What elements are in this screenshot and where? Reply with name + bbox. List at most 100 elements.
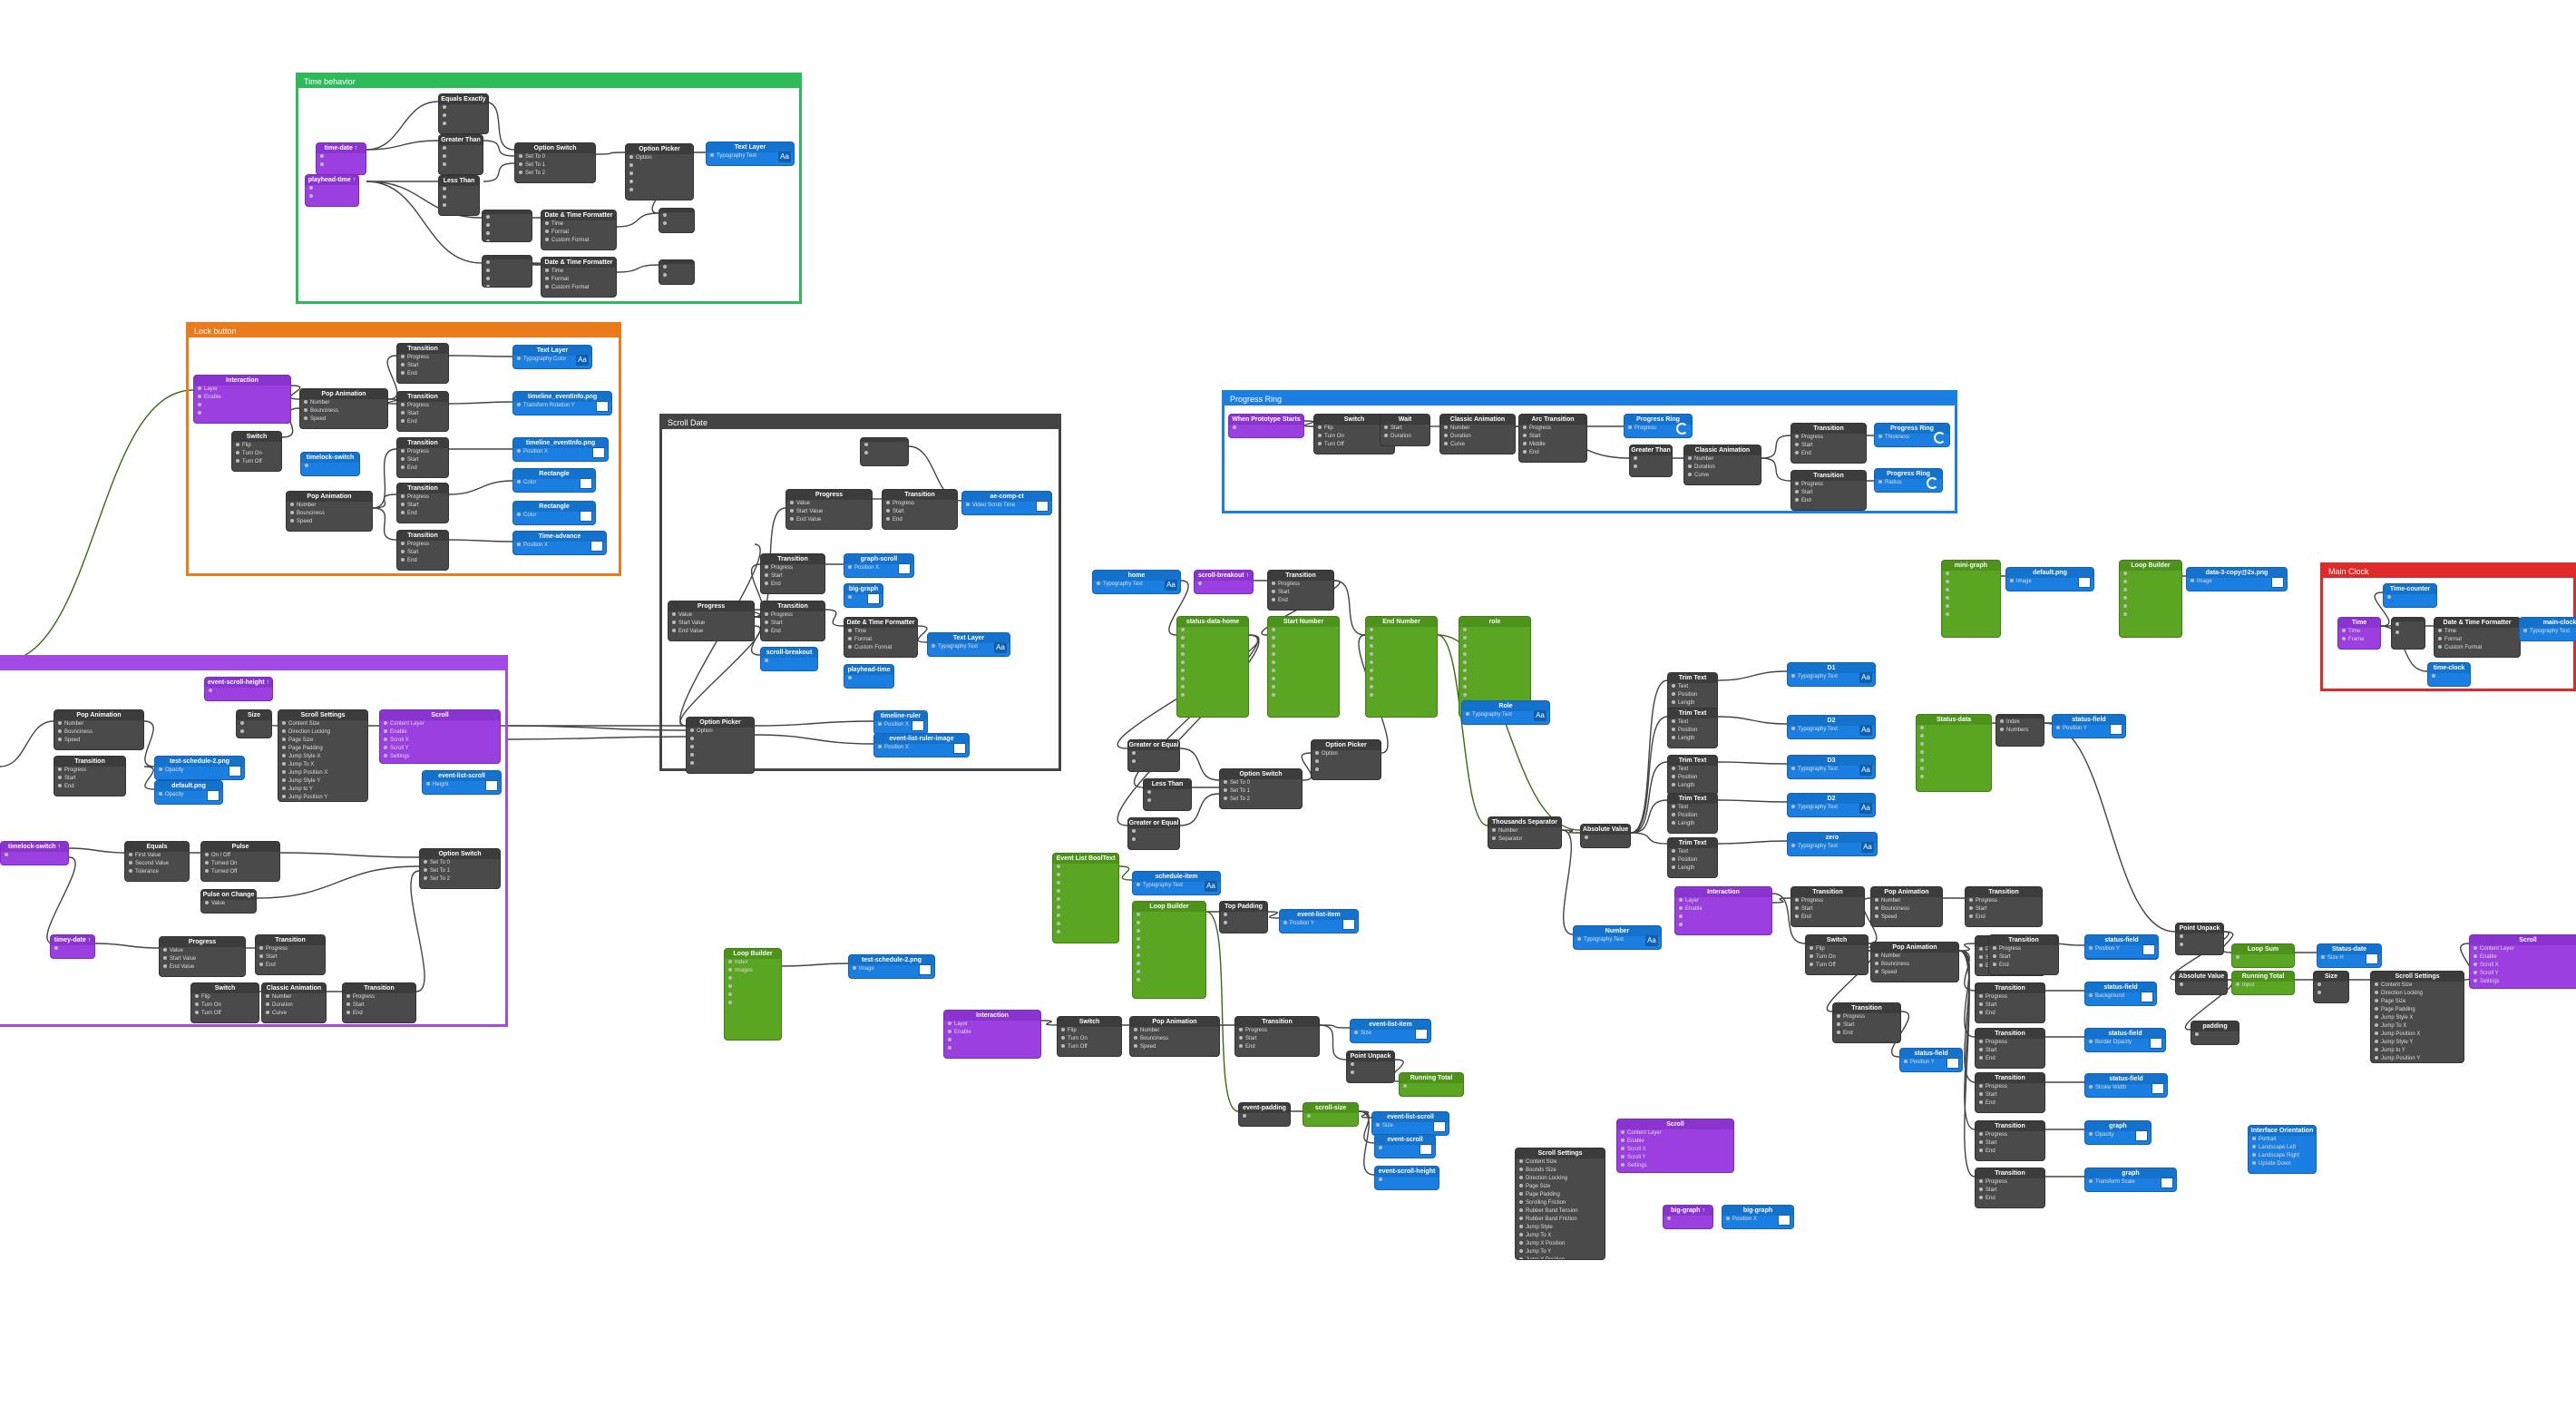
node-port[interactable]: Jump To X: [2375, 1022, 2460, 1031]
node-port[interactable]: Progress: [1795, 481, 1862, 489]
node-port[interactable]: Enable: [1621, 1138, 1730, 1146]
node-port[interactable]: Jump Style: [1519, 1224, 1601, 1232]
node-port[interactable]: [1679, 922, 1768, 930]
node-port[interactable]: Bounciness: [58, 728, 140, 737]
node-port[interactable]: Transform Scale: [2089, 1178, 2172, 1187]
node-port[interactable]: Progress: [765, 564, 821, 572]
node-port[interactable]: [1272, 676, 1335, 684]
node-port[interactable]: Start: [1795, 489, 1862, 497]
patch-node-event-list-booltext[interactable]: Event List BoolText: [1052, 853, 1119, 943]
node-port[interactable]: [1403, 1083, 1459, 1091]
node-port[interactable]: Start: [1969, 905, 2038, 914]
node-port[interactable]: [1181, 635, 1244, 643]
node-port[interactable]: End: [1979, 1010, 2041, 1018]
node-port[interactable]: [2387, 594, 2433, 602]
node-port[interactable]: End: [259, 962, 321, 970]
node-port[interactable]: Progress: [1239, 1027, 1315, 1035]
node-port[interactable]: Text: [1672, 848, 1713, 856]
node-port[interactable]: Position: [1672, 812, 1713, 820]
node-port[interactable]: End: [1795, 914, 1860, 922]
node-port[interactable]: Image: [2010, 578, 2090, 586]
node-port[interactable]: Middle: [1523, 441, 1583, 449]
node-port[interactable]: Value: [163, 947, 241, 955]
node-port[interactable]: Second Value: [129, 860, 185, 868]
node-port[interactable]: Video Scrub Time: [966, 502, 1048, 510]
node-port[interactable]: Layer: [948, 1021, 1037, 1029]
node-port[interactable]: Image: [2191, 578, 2283, 586]
node-port[interactable]: Set To 0: [519, 153, 591, 161]
node-port[interactable]: Jump To X: [1519, 1232, 1601, 1240]
node-port[interactable]: Upside Down: [2252, 1160, 2312, 1168]
node-port[interactable]: [486, 222, 528, 230]
node-port[interactable]: Number: [58, 720, 140, 728]
node-port[interactable]: Start Value: [790, 508, 868, 516]
node-port[interactable]: Direction Locking: [1519, 1175, 1601, 1183]
node-port[interactable]: Images: [728, 967, 777, 975]
patch-node-event-padding[interactable]: event-padding: [1238, 1102, 1291, 1127]
node-port[interactable]: [1137, 912, 1202, 920]
node-port[interactable]: [2123, 571, 2178, 579]
node-port[interactable]: Typography Text: [1137, 882, 1216, 890]
patch-node-loop-builder[interactable]: Loop Builder: [2119, 560, 2182, 638]
node-port[interactable]: [1463, 676, 1527, 684]
node-port[interactable]: Turned Off: [205, 868, 276, 876]
node-port[interactable]: Length: [1672, 820, 1713, 828]
node-port[interactable]: [1272, 692, 1335, 700]
node-port[interactable]: Progress: [1979, 1178, 2041, 1187]
node-port[interactable]: [443, 194, 475, 202]
node-port[interactable]: Duration: [1688, 464, 1757, 472]
patch-node-status-data[interactable]: Status-data: [1916, 714, 1992, 792]
node-port[interactable]: Jump To Y: [1519, 1248, 1601, 1256]
node-port[interactable]: [1463, 668, 1527, 676]
node-port[interactable]: Position X: [878, 721, 923, 729]
node-port[interactable]: Content Size: [1519, 1158, 1601, 1167]
node-port[interactable]: Position X: [517, 542, 602, 550]
node-port[interactable]: Turn Off: [1318, 441, 1390, 449]
node-port[interactable]: End: [1979, 1099, 2041, 1108]
node-port[interactable]: Position: [1672, 774, 1713, 782]
node-port[interactable]: Duration: [266, 1002, 322, 1010]
node-port[interactable]: [1315, 767, 1377, 775]
node-port[interactable]: Bounds Size: [1519, 1167, 1601, 1175]
node-port[interactable]: Page Padding: [282, 745, 364, 753]
node-port[interactable]: [1137, 969, 1202, 977]
node-port[interactable]: Format: [545, 229, 612, 237]
node-port[interactable]: [1181, 627, 1244, 635]
node-port[interactable]: Start: [886, 508, 953, 516]
node-port[interactable]: Time: [2438, 628, 2516, 636]
node-port[interactable]: [2395, 630, 2421, 638]
node-port[interactable]: Set To 0: [1224, 779, 1298, 787]
patch-node-unnamed[interactable]: [2391, 617, 2425, 650]
node-port[interactable]: [948, 1045, 1037, 1053]
node-port[interactable]: Value: [205, 900, 252, 908]
node-port[interactable]: Progress: [401, 448, 444, 456]
patch-node-time-counter[interactable]: Time-counter: [2383, 583, 2437, 608]
node-port[interactable]: Typography Text: [1791, 673, 1871, 681]
node-port[interactable]: Speed: [1134, 1043, 1215, 1051]
node-port[interactable]: [1920, 757, 1987, 766]
node-port[interactable]: Jump X Position: [1519, 1240, 1601, 1248]
node-port[interactable]: [443, 112, 484, 121]
node-port[interactable]: [1132, 758, 1176, 767]
node-port[interactable]: End: [401, 510, 444, 518]
node-port[interactable]: [443, 153, 479, 161]
node-port[interactable]: Input: [2236, 982, 2290, 990]
node-port[interactable]: [443, 121, 484, 129]
node-port[interactable]: End Value: [790, 516, 868, 524]
node-port[interactable]: Border Opacity: [2089, 1039, 2161, 1047]
node-port[interactable]: End: [1979, 1055, 2041, 1063]
node-port[interactable]: [1137, 977, 1202, 985]
